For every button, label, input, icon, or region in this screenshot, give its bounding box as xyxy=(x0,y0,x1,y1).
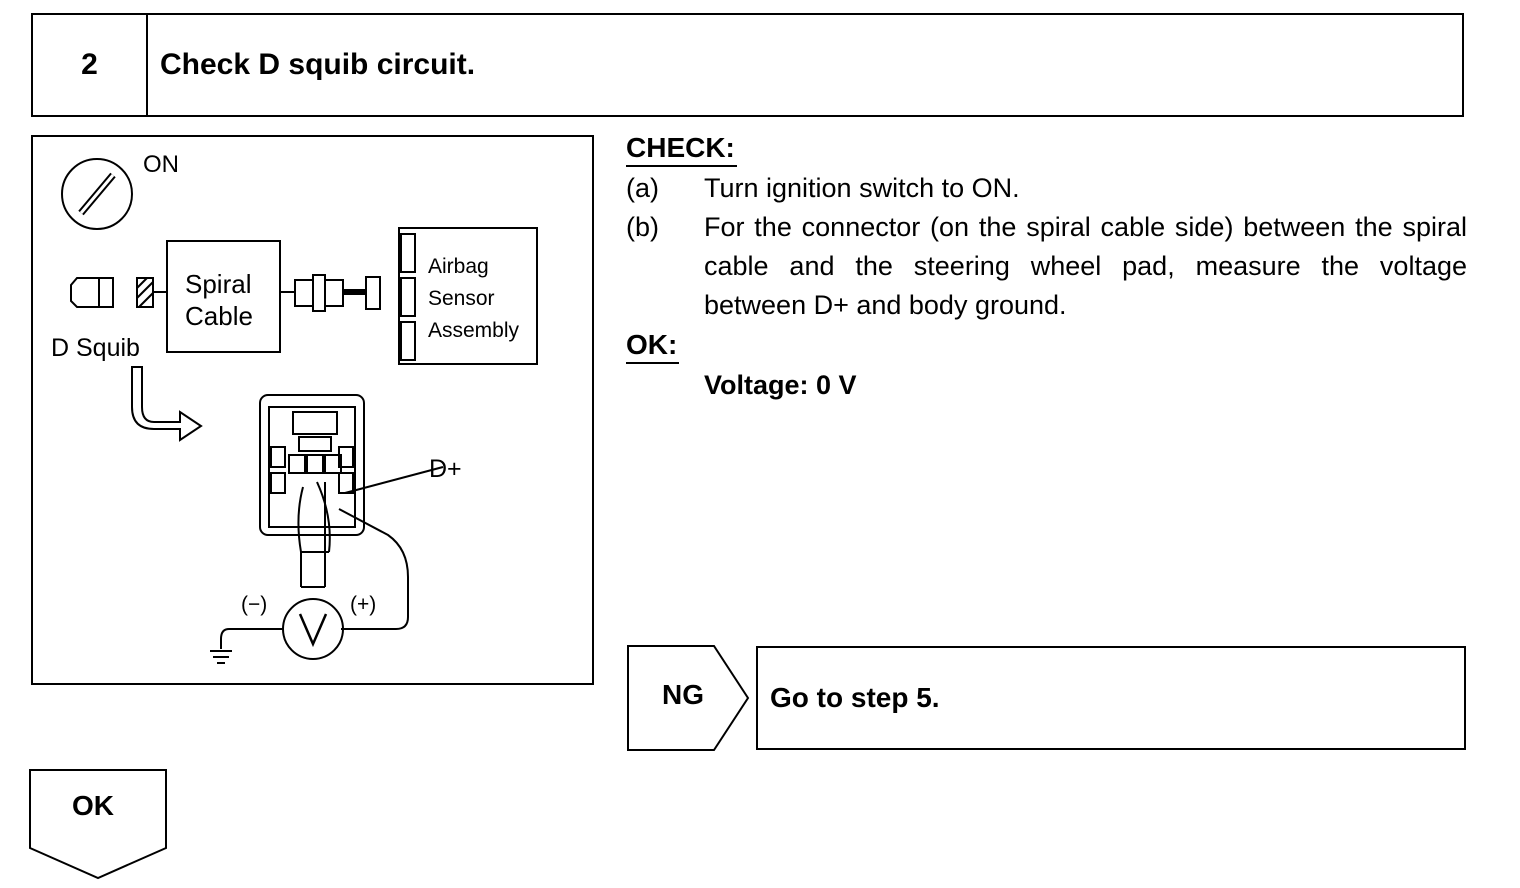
arrow-icon xyxy=(131,366,203,442)
step-a-text: Turn ignition switch to ON. xyxy=(704,173,1020,203)
ok-value: Voltage: 0 V xyxy=(704,370,857,400)
check-heading: CHECK: xyxy=(626,131,737,167)
connector-detail xyxy=(259,394,365,536)
ignition-on-label: ON xyxy=(143,151,179,178)
airbag-label-1: Airbag xyxy=(428,255,489,278)
circuit-diagram: ON Spiral Cable Airbag Sensor Assembly D… xyxy=(31,135,594,685)
d-plus-label: D+ xyxy=(429,455,462,483)
step-a-label: (a) xyxy=(626,173,659,203)
step-header: 2 Check D squib circuit. xyxy=(31,13,1464,117)
ignition-switch-icon xyxy=(61,158,133,230)
diagram-drawing xyxy=(61,158,538,664)
airbag-label-3: Assembly xyxy=(428,319,520,342)
step-b-label: (b) xyxy=(626,212,659,242)
spiral-cable-box xyxy=(166,240,281,353)
airbag-label-2: Sensor xyxy=(428,287,495,310)
d-squib-label: D Squib xyxy=(51,334,140,362)
step-number: 2 xyxy=(33,15,148,115)
ng-label: NG xyxy=(662,679,704,710)
ng-action: Go to step 5. xyxy=(756,646,1466,750)
step-title: Check D squib circuit. xyxy=(160,48,476,81)
spiral-cable-label-2: Cable xyxy=(185,301,253,331)
step-b-text: For the connector (on the spiral cable s… xyxy=(704,212,1467,320)
spiral-cable-label-1: Spiral xyxy=(185,269,252,299)
ok-tag-shape xyxy=(29,769,167,880)
ng-action-text: Go to step 5. xyxy=(770,682,940,713)
plus-label: (+) xyxy=(350,593,377,616)
minus-label: (−) xyxy=(241,593,268,616)
voltmeter-icon xyxy=(282,598,344,660)
ok-next-label: OK xyxy=(72,790,114,821)
ok-heading: OK: xyxy=(626,328,680,364)
airbag-sensor-box xyxy=(398,227,538,365)
ng-tag-shape xyxy=(627,645,750,751)
squib-connector-icon xyxy=(70,277,100,308)
connector-hatched-icon xyxy=(136,277,154,308)
